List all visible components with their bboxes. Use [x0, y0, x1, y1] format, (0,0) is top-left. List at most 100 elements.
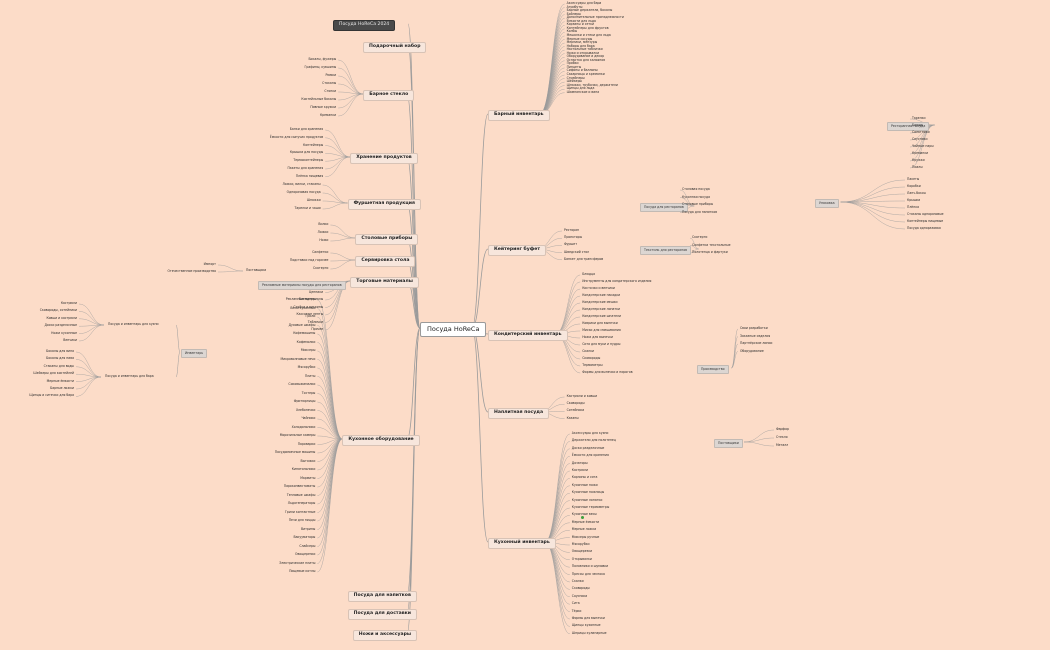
connector-line: [325, 137, 351, 158]
right-branch-0-leaf: Контейнеры для фруктов: [566, 25, 609, 30]
right-branch-2-leaf: Кондитерские лопатки: [582, 307, 621, 311]
branch-0[interactable]: Барный инвентарь: [488, 110, 550, 121]
connector-line: [317, 342, 343, 440]
right-branch-0-leaf: Шпажки, трубочки, держатели: [566, 82, 618, 87]
far-left-d[interactable]: Рекламные материалы посуды для ресторано…: [258, 281, 346, 291]
left-bottom-branch-0-leaf: Таблички: [307, 319, 324, 324]
root-node[interactable]: Посуда HoReCa: [420, 322, 487, 337]
left-branch-4[interactable]: Сервировка стола: [355, 256, 416, 267]
left-branch-3-leaf: Ложки: [317, 230, 329, 234]
connector-line: [78, 324, 105, 342]
right-branch-4-leaf: Мерные ложки: [571, 527, 597, 532]
left-branch-0-leaf: Стопки: [324, 89, 337, 93]
left-branch-1-leaf: Банки для хранения: [289, 127, 324, 131]
left-branch-0[interactable]: Барное стекло: [363, 90, 415, 101]
right-far-g6[interactable]: Поставщики: [714, 439, 743, 449]
far-left-b[interactable]: Посуда и инвентарь для бара: [105, 374, 154, 378]
left-bottom-branch-0-leaf: Прочее: [311, 327, 324, 331]
far-left-b-leaf: Мерные ёмкости: [46, 378, 74, 383]
left-bottom-branch-1-leaf: Блендеры: [298, 297, 316, 301]
right-branch-4-leaf: Кухонные ножницы: [571, 490, 605, 495]
connector-line: [317, 438, 343, 479]
right-branch-0-leaf: Дополнительные принадлежности: [566, 15, 624, 20]
right-far-g3[interactable]: Производство: [697, 365, 729, 375]
left-bottom-branch-1-leaf: Вытяжки: [300, 458, 316, 463]
left-bottom-branch-1-leaf: Мармиты: [300, 475, 316, 480]
branch-2[interactable]: Кондитерский инвентарь: [488, 330, 568, 341]
left-branch-2-leaf: Одноразовая посуда: [286, 190, 321, 194]
right-branch-4-leaf: Корзины и сита: [571, 475, 598, 480]
far-left-a-leaf: Венчики: [63, 338, 77, 342]
right-branch-4-leaf: Ёмкости для хранения: [571, 453, 609, 458]
right-branch-1-leaf: Шведский стол: [564, 249, 590, 254]
right-branch-0-leaf: Пробки: [566, 61, 579, 66]
connector-line: [322, 200, 348, 204]
left-branch-2-leaf: Ложки, вилки, стаканы: [282, 182, 321, 186]
left-bottom-branch-1-leaf: Льдогенераторы: [287, 501, 316, 505]
left-branch-0-leaf: Креманки: [319, 113, 337, 117]
branch-4[interactable]: Кухонный инвентарь: [488, 538, 556, 549]
right-branch-2-leaf: Кисточки и венчики: [582, 286, 615, 290]
right-far-g5[interactable]: Ресторанная посуда: [887, 122, 930, 132]
branch-1[interactable]: Кейтеринг буфет: [488, 245, 547, 256]
left-branch-2[interactable]: Фуршетная продукция: [347, 199, 421, 210]
left-bottom-branch-3[interactable]: Посуда для доставки: [347, 609, 417, 620]
far-left-b-leaf: Бокалы для пива: [46, 356, 74, 361]
left-bottom-branch-1-leaf: Морозильные камеры: [279, 433, 316, 437]
left-branch-0-leaf: Рюмки: [325, 73, 337, 77]
connector-line: [544, 493, 570, 543]
top-dark-branch[interactable]: Посуда HoReCa 2024: [333, 20, 396, 31]
right-branch-4-leaf: Скалки: [571, 579, 584, 583]
connector-line: [317, 438, 343, 539]
connector-line: [338, 83, 364, 95]
connector-line: [555, 295, 581, 335]
left-bottom-branch-1-leaf: Весы кухонные: [290, 305, 316, 310]
right-branch-1-leaf: Фуршет: [564, 242, 577, 247]
right-branch-2-leaf: Термометры: [582, 363, 603, 367]
status-dot-icon: [581, 516, 584, 519]
right-branch-4-leaf: Мясорубки: [571, 542, 590, 546]
connector-line: [471, 113, 489, 329]
left-branch-0-leaf: Пивные кружки: [310, 105, 337, 109]
right-far-g4-leaf: Ланч-боксы: [907, 191, 927, 195]
right-branch-4-leaf: Кухонные термометры: [571, 505, 610, 509]
left-bottom-branch-1-leaf: Мясорубки: [297, 365, 316, 369]
far-left-group[interactable]: Инвентарь: [181, 349, 208, 359]
far-left-a[interactable]: Посуда и инвентарь для кухни: [108, 322, 159, 326]
connector-line: [322, 202, 348, 210]
left-bottom-branch-1-leaf: Вакууматоры: [293, 535, 316, 539]
connector-line: [217, 264, 244, 272]
left-bottom-branch-1-leaf: Электрические плиты: [279, 560, 316, 565]
left-bottom-branch-2[interactable]: Посуда для напитков: [347, 591, 417, 602]
right-branch-0-leaf: Ножи и открывалки: [566, 50, 600, 55]
right-far-g1[interactable]: Посуда для ресторанов: [640, 203, 688, 213]
left-bottom-branch-0[interactable]: Торговые материалы: [350, 277, 419, 288]
right-far-g5-leaf: Кружки: [912, 158, 925, 162]
right-far-g4[interactable]: Упаковка: [815, 199, 839, 209]
right-far-g4-leaf: Плёнка: [907, 205, 919, 209]
left-bottom-branch-1[interactable]: Кухонное оборудование: [342, 435, 420, 446]
left-branch-3[interactable]: Столовые приборы: [355, 234, 419, 245]
far-left-c-leaf: Импорт: [203, 262, 216, 266]
branch-3[interactable]: Наплитная посуда: [488, 408, 550, 419]
right-far-g2-leaf: Полотенца и фартуки: [692, 250, 728, 254]
left-bottom-branch-1-leaf: Тепловые шкафы: [286, 492, 316, 497]
far-left-a-leaf: Ковши и кастрюли: [46, 315, 77, 320]
right-far-g2[interactable]: Текстиль для ресторанов: [640, 246, 692, 256]
right-far-g5-leaf: Салатники: [912, 130, 930, 134]
right-branch-4-leaf: Прессы для чеснока: [571, 571, 605, 576]
left-bottom-branch-1-leaf: Печи для пиццы: [288, 518, 316, 522]
left-bottom-branch-1-leaf: Кипятильники: [291, 467, 316, 471]
left-branch-1[interactable]: Хранение продуктов: [350, 153, 418, 164]
right-branch-0-leaf: Барные держатели, бокалы: [566, 8, 613, 13]
right-branch-0-leaf: Мерные сосуды: [566, 36, 593, 41]
left-branch-0-leaf: Стаканы: [322, 81, 337, 85]
far-left-c[interactable]: Поставщики: [246, 268, 267, 272]
connector-line: [539, 46, 565, 115]
connector-line: [544, 541, 570, 590]
left-bottom-branch-1-leaf: Соковыжималки: [288, 382, 316, 386]
gift-branch[interactable]: Подарочный набор: [363, 42, 427, 53]
left-bottom-branch-0-leaf: Кассовые ленты: [296, 312, 324, 316]
left-bottom-branch-4[interactable]: Ножи и аксессуары: [352, 630, 418, 641]
